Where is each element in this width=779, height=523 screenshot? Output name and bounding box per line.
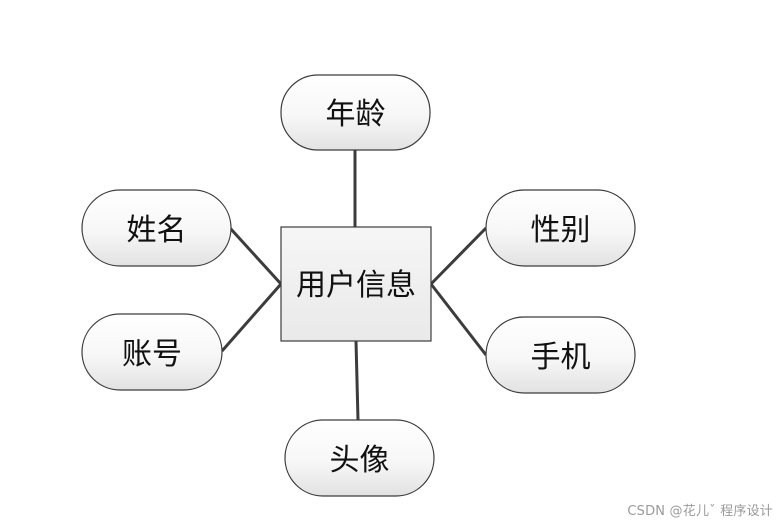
attribute-gender-label: 性别 [531,213,591,248]
attribute-avatar: 头像 [284,419,435,497]
connector-phone [429,283,488,356]
connector-gender [429,226,488,286]
connector-account [220,283,283,352]
csdn-watermark: CSDN @花儿ˇ 程序设计 [627,504,773,519]
connector-name [228,226,283,286]
entity-user-info: 用户信息 [280,226,432,342]
attribute-name: 姓名 [81,189,232,267]
attribute-age: 年龄 [280,74,431,151]
attribute-account-label: 账号 [122,337,182,372]
attribute-gender: 性别 [485,189,636,267]
attribute-avatar-label: 头像 [330,443,390,478]
attribute-account: 账号 [81,313,223,391]
attribute-phone: 手机 [485,316,636,394]
connectors [220,150,488,421]
connector-avatar [354,340,360,421]
attribute-name-label: 姓名 [127,213,187,248]
attribute-phone-label: 手机 [531,340,591,375]
entity-user-info-label: 用户信息 [296,268,416,303]
attribute-age-label: 年龄 [326,97,386,132]
